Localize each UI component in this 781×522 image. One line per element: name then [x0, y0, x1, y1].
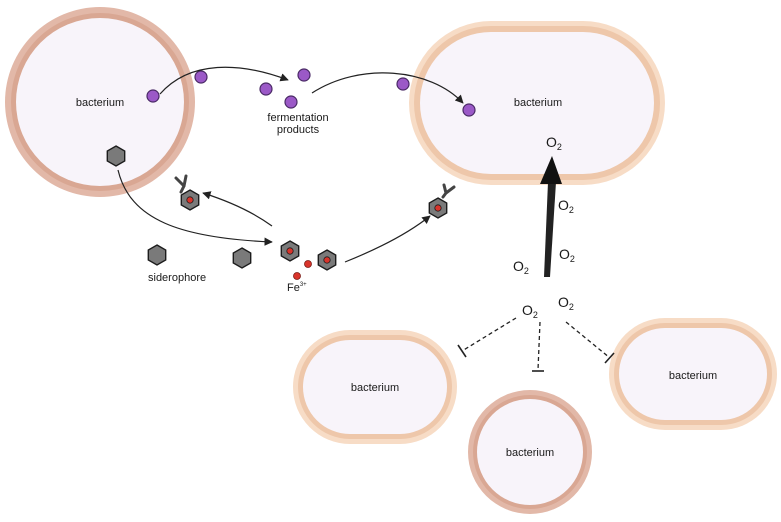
inhibition-line-right [565, 321, 611, 359]
oxygen-inhibition-lines [457, 317, 615, 372]
arrow-siderophore-uptake [344, 215, 431, 263]
siderophore-icon [232, 247, 252, 269]
oxygen-label: O2 [522, 302, 538, 320]
fermentation-product-dot [194, 70, 208, 84]
bacterium-label: bacterium [506, 447, 554, 459]
fermentation-products-label-line2: products [277, 124, 320, 136]
oxygen-gradient-arrow [540, 156, 562, 277]
fermentation-products-label-line1: fermentation [267, 112, 328, 124]
bacterium-rod-bottom-left: bacterium [293, 330, 457, 444]
bacterium-label: bacterium [76, 97, 124, 109]
bacterium-round-bottom-center: bacterium [468, 390, 592, 514]
iron-label: Fe3+ [287, 282, 307, 294]
fermentation-product-dot [284, 95, 298, 109]
iron-ion [293, 272, 301, 280]
fermentation-product-dot [297, 68, 311, 82]
fermentation-product-dot [146, 89, 160, 103]
bacterium-label: bacterium [669, 370, 717, 382]
arrow-siderophore-export [117, 169, 273, 246]
bacterium-rod-bottom-right: bacterium [609, 318, 777, 430]
oxygen-label: O2 [558, 294, 574, 312]
siderophore-receptor-left [174, 174, 188, 194]
fermentation-product-dot [396, 77, 410, 91]
siderophore-icon [147, 244, 167, 266]
iron-ion [304, 260, 312, 268]
oxygen-label: O2 [558, 197, 574, 215]
arrow-fermentation-import [311, 72, 464, 104]
fermentation-product-dot [259, 82, 273, 96]
fermentation-products [146, 68, 476, 117]
arrow-fermentation-export [159, 66, 289, 95]
inhibition-line-left [461, 317, 517, 352]
siderophore-receptor-right [441, 183, 456, 199]
iron-cores [186, 196, 442, 264]
oxygen-labels: O2 O2 O2 O2 O2 O2 [513, 134, 575, 320]
oxygen-label: O2 [546, 134, 562, 152]
bacterium-label: bacterium [351, 382, 399, 394]
oxygen-label: O2 [559, 246, 575, 264]
siderophore-icon [106, 145, 126, 167]
siderophore-label: siderophore [148, 272, 206, 284]
iron-ions [293, 260, 312, 280]
inhibition-line-center [537, 321, 541, 371]
bacterium-label: bacterium [514, 97, 562, 109]
bacterium-round-top-left: bacterium [5, 7, 195, 197]
oxygen-label: O2 [513, 258, 529, 276]
arrow-siderophore-return [202, 191, 273, 227]
fermentation-product-dot [462, 103, 476, 117]
bacterium-rod-top-right: bacterium [409, 21, 665, 185]
